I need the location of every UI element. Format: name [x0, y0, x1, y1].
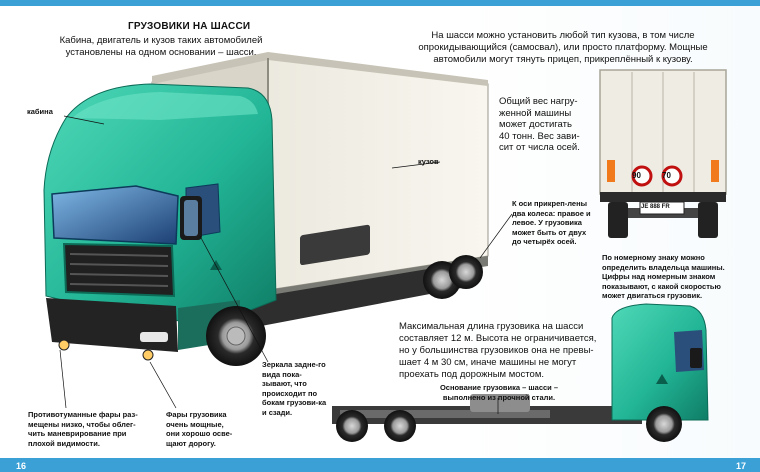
page-number-right: 17: [735, 461, 746, 471]
chassis-wheel: [646, 406, 682, 442]
weight-note: Общий вес нагру-женной машины может дост…: [499, 96, 580, 153]
bottom-band: [0, 458, 760, 472]
chassis-wheel: [336, 410, 368, 442]
plate-note: По номерному знаку можно определить влад…: [602, 253, 725, 300]
page-number-left: 16: [16, 461, 27, 471]
cab-label: кабина: [27, 107, 53, 116]
rear-view-truck: [599, 69, 727, 238]
main-truck: [43, 52, 489, 366]
base-note: Основание грузовика – шасси – выполнено …: [439, 383, 559, 402]
top-band: [0, 0, 760, 6]
page-subtitle: Кабина, двигатель и кузов таких автомоби…: [59, 35, 263, 58]
speed-sign-left: 90: [632, 171, 641, 180]
chassis-wheel: [384, 410, 416, 442]
headlight: [140, 332, 168, 342]
speed-sign-right: 70: [662, 171, 671, 180]
leader-lines: [59, 115, 513, 414]
fog-lights-note: Противотуманные фары раз-мещены низко, ч…: [28, 410, 138, 448]
page-title: ГРУЗОВИКИ НА ШАССИ: [128, 21, 251, 32]
chassis-intro-text: На шасси можно установить любой тип кузо…: [418, 30, 708, 65]
length-note: Максимальная длина грузовика на шасси со…: [399, 321, 597, 380]
axles-note: К оси прикреп-лены два колеса: правое и …: [512, 199, 591, 246]
body-label: кузов: [418, 157, 439, 166]
fog-light: [142, 349, 154, 361]
chassis-side-view: [332, 303, 709, 442]
license-plate: JE 888 FR: [641, 204, 670, 210]
mirrors-note: Зеркала задне-го вида пока-зывают, что п…: [262, 360, 327, 417]
headlights-note: Фары грузовика очень мощные, они хорошо …: [166, 410, 233, 448]
rear-wheel: [449, 255, 483, 289]
fog-light: [58, 339, 70, 351]
